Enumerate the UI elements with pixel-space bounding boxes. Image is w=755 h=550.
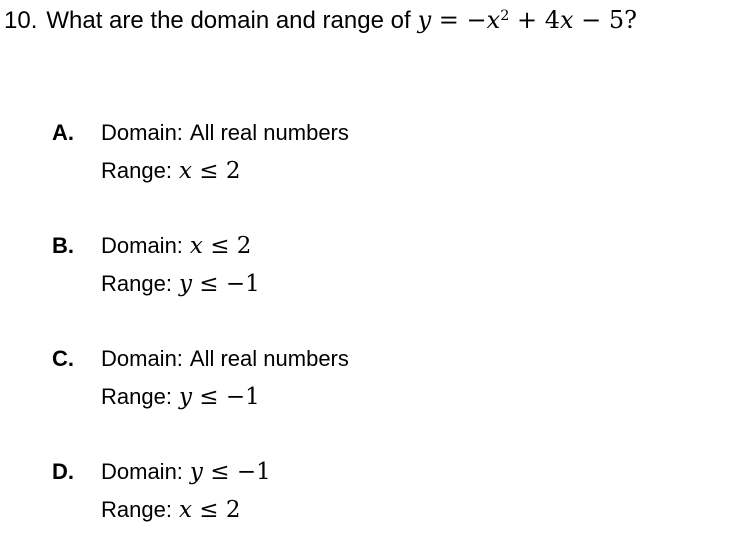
option-d: D. Domain:y ≤ −1 Range:x ≤ 2 <box>52 453 755 529</box>
range-math-rest: ≤ −1 <box>191 384 260 410</box>
domain-label: Domain: <box>101 459 183 484</box>
option-d-body: Domain:y ≤ −1 Range:x ≤ 2 <box>101 453 271 529</box>
option-b: B. Domain:x ≤ 2 Range:y ≤ −1 <box>52 227 755 303</box>
range-math-var: x <box>178 497 192 523</box>
option-d-range-line: Range:x ≤ 2 <box>101 491 271 529</box>
domain-label: Domain: <box>101 233 183 258</box>
option-b-letter: B. <box>52 233 74 258</box>
equation-minus-5: − 5? <box>573 6 638 34</box>
equation-plus-4: + 4 <box>509 6 560 34</box>
range-label: Range: <box>101 497 172 522</box>
option-a-letter: A. <box>52 120 74 145</box>
equation-exponent: 2 <box>500 8 510 25</box>
domain-math-rest: ≤ 2 <box>202 233 252 259</box>
option-c-range-line: Range:y ≤ −1 <box>101 378 349 416</box>
range-math-var: x <box>178 158 192 184</box>
domain-math-rest: ≤ −1 <box>202 459 271 485</box>
equation-var-y: y <box>417 6 432 34</box>
option-a-domain-line: Domain:All real numbers <box>101 114 349 152</box>
domain-label: Domain: <box>101 120 183 145</box>
option-c-letter: C. <box>52 346 74 371</box>
range-math-rest: ≤ −1 <box>191 271 260 297</box>
option-d-domain-line: Domain:y ≤ −1 <box>101 453 271 491</box>
equation-equals-minus: = − <box>431 6 487 34</box>
range-math-var: y <box>178 271 192 297</box>
question-prompt: What are the domain and range of <box>46 7 411 34</box>
option-a: A. Domain:All real numbers Range:x ≤ 2 <box>52 114 755 190</box>
range-math-rest: ≤ 2 <box>191 158 241 184</box>
domain-value: All real numbers <box>189 120 349 145</box>
equation-var-x2: x <box>560 6 574 34</box>
domain-label: Domain: <box>101 346 183 371</box>
option-a-range-line: Range:x ≤ 2 <box>101 152 349 190</box>
range-label: Range: <box>101 384 172 409</box>
range-label: Range: <box>101 271 172 296</box>
question-number: 10. <box>4 7 38 34</box>
option-c: C. Domain:All real numbers Range:y ≤ −1 <box>52 340 755 416</box>
option-c-domain-line: Domain:All real numbers <box>101 340 349 378</box>
option-b-body: Domain:x ≤ 2 Range:y ≤ −1 <box>101 227 260 303</box>
question-title: 10. What are the domain and range of y =… <box>4 2 755 42</box>
option-a-body: Domain:All real numbers Range:x ≤ 2 <box>101 114 349 190</box>
option-c-body: Domain:All real numbers Range:y ≤ −1 <box>101 340 349 416</box>
option-d-letter: D. <box>52 459 74 484</box>
domain-math-var: y <box>189 459 203 485</box>
domain-math-var: x <box>189 233 203 259</box>
question-equation: y = −x2 + 4x − 5? <box>418 2 637 42</box>
range-math-rest: ≤ 2 <box>191 497 241 523</box>
option-b-range-line: Range:y ≤ −1 <box>101 265 260 303</box>
range-math-var: y <box>178 384 192 410</box>
option-b-domain-line: Domain:x ≤ 2 <box>101 227 260 265</box>
range-label: Range: <box>101 158 172 183</box>
answer-options: A. Domain:All real numbers Range:x ≤ 2 B… <box>52 114 755 529</box>
equation-var-x: x <box>486 6 501 34</box>
domain-value: All real numbers <box>189 346 349 371</box>
